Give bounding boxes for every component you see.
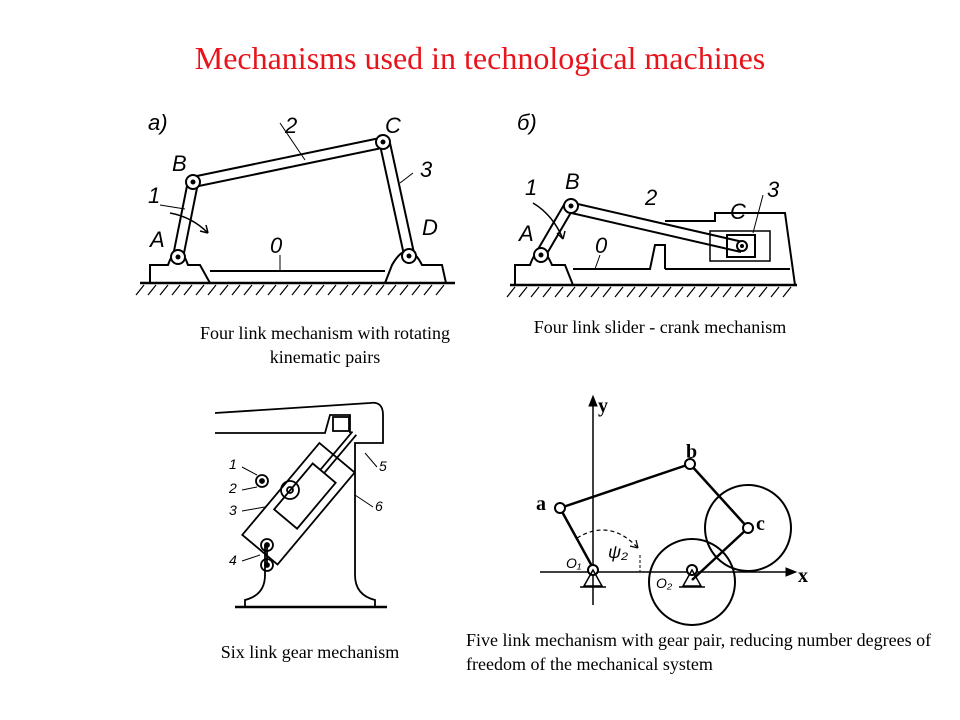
caption-slider-crank: Four link slider - crank mechanism bbox=[533, 317, 787, 337]
axis-label-y: y bbox=[598, 395, 608, 417]
joint-label-b: b bbox=[686, 441, 697, 463]
slide-title: Mechanisms used in technological machine… bbox=[194, 40, 766, 76]
pivot-label-O2: O₂ bbox=[656, 575, 673, 591]
joint-label-A: A bbox=[517, 221, 534, 246]
link-label-2: 2 bbox=[644, 185, 657, 210]
link-label-1: 1 bbox=[148, 183, 160, 208]
six-link-gear-mechanism-diagram: 1 2 3 4 5 6 bbox=[214, 401, 387, 609]
part-label-6: 6 bbox=[375, 498, 383, 514]
joint-label-C: C bbox=[385, 113, 401, 138]
slider-crank-mechanism-diagram: б) 1 B 2 3 C A 0 bbox=[506, 110, 797, 298]
four-link-mechanism-diagram: а) B C A D 1 2 3 0 bbox=[135, 110, 455, 296]
link-label-3: 3 bbox=[420, 157, 433, 182]
part-label-1: 1 bbox=[229, 456, 237, 472]
joint-label-a: a bbox=[536, 493, 546, 515]
five-link-gear-pair-diagram: y x a b c O₁ O₂ ψ₂ bbox=[536, 394, 808, 626]
frame-label-0: 0 bbox=[270, 233, 283, 258]
part-label-3: 3 bbox=[229, 502, 237, 518]
variant-label-b: б) bbox=[517, 110, 537, 135]
variant-label-a: а) bbox=[148, 110, 168, 135]
joint-label-B: B bbox=[565, 169, 580, 194]
caption-five-link: Five link mechanism with gear pair, redu… bbox=[466, 630, 932, 674]
joint-label-A: A bbox=[148, 227, 165, 252]
joint-label-C: C bbox=[730, 199, 746, 224]
link-label-1: 1 bbox=[525, 175, 537, 200]
link-label-3: 3 bbox=[767, 177, 780, 202]
axis-label-x: x bbox=[798, 565, 808, 587]
part-label-5: 5 bbox=[379, 458, 387, 474]
part-label-4: 4 bbox=[229, 552, 237, 568]
caption-four-link: Four link mechanism with rotating kinema… bbox=[200, 323, 450, 367]
joint-label-D: D bbox=[422, 215, 438, 240]
pivot-label-O1: O₁ bbox=[566, 555, 582, 571]
frame-label-0: 0 bbox=[595, 233, 608, 258]
part-label-2: 2 bbox=[228, 480, 237, 496]
joint-label-c: c bbox=[756, 513, 765, 535]
caption-six-link: Six link gear mechanism bbox=[220, 642, 400, 662]
link-label-2: 2 bbox=[284, 113, 297, 138]
angle-label-psi: ψ₂ bbox=[608, 542, 628, 562]
joint-label-B: B bbox=[172, 151, 187, 176]
